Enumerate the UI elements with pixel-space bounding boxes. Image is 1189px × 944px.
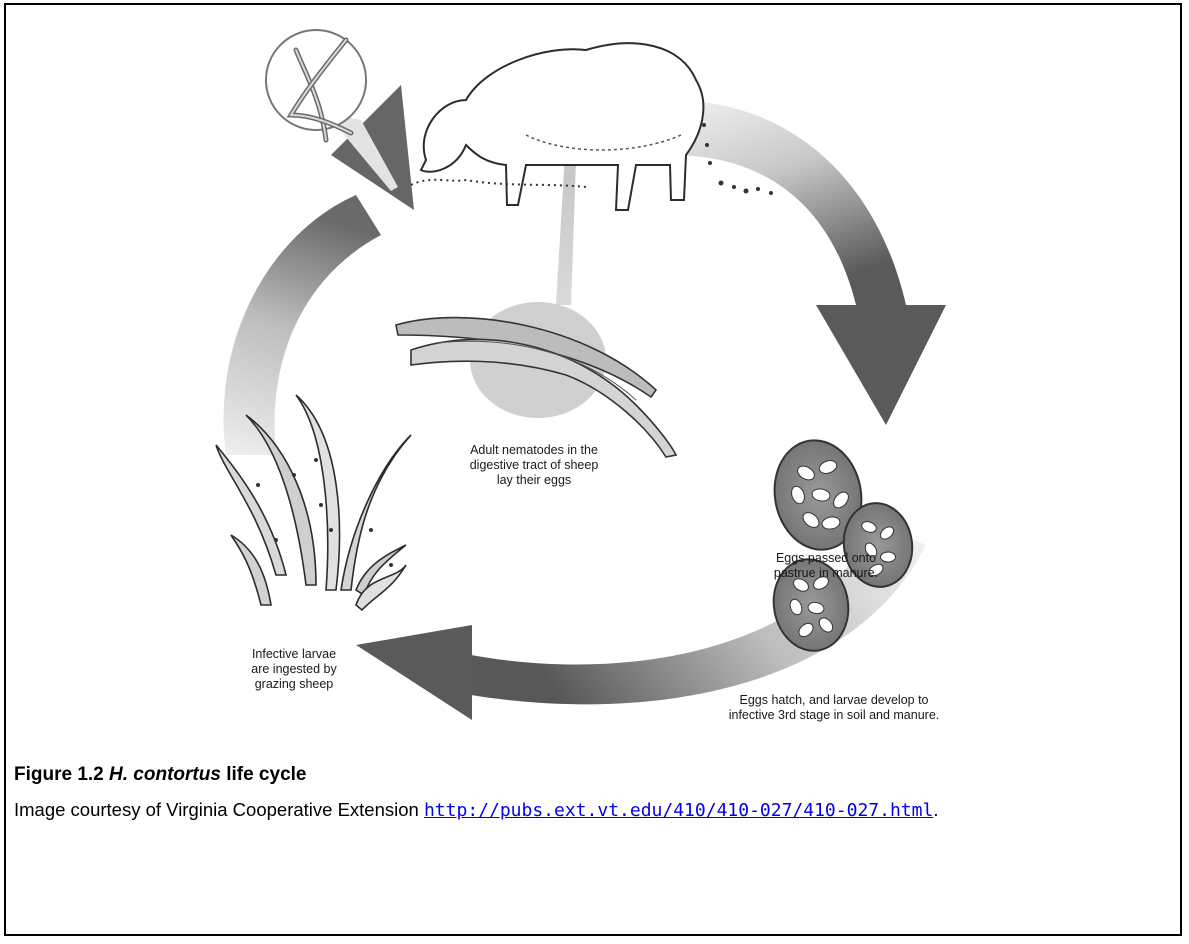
figure-title-suffix: life cycle [226, 764, 306, 785]
label-eggs-passed: Eggs passed onto pastrue in manure. [756, 551, 896, 581]
label-adult-nematodes-line: Adult nematodes in the [434, 443, 634, 458]
figure-species: H. contortus [109, 764, 221, 785]
arrow-larvae-to-sheep [224, 85, 414, 455]
life-cycle-diagram: Adult nematodes in the digestive tract o… [166, 5, 1046, 755]
egg-clusters [766, 433, 917, 656]
credit-text: Image courtesy of Virginia Cooperative E… [14, 799, 419, 820]
label-eggs-hatch-line: infective 3rd stage in soil and manure. [699, 708, 969, 723]
credit-link[interactable]: http://pubs.ext.vt.edu/410/410-027/410-0… [424, 800, 933, 821]
label-infective-larvae: Infective larvae are ingested by grazing… [234, 647, 354, 692]
arrow-sheep-to-eggs [671, 100, 946, 425]
label-infective-larvae-line: are ingested by [234, 662, 354, 677]
life-cycle-graphic [166, 5, 1046, 755]
image-credit: Image courtesy of Virginia Cooperative E… [14, 799, 1174, 822]
figure-number: Figure 1.2 [14, 764, 104, 785]
label-infective-larvae-line: grazing sheep [234, 677, 354, 692]
figure-frame: Adult nematodes in the digestive tract o… [4, 3, 1182, 936]
label-eggs-passed-line: Eggs passed onto [756, 551, 896, 566]
label-eggs-hatch-line: Eggs hatch, and larvae develop to [699, 693, 969, 708]
figure-title: Figure 1.2 H. contortus life cycle [14, 763, 1174, 787]
credit-trailing: . [933, 799, 938, 820]
label-adult-nematodes-line: lay their eggs [434, 473, 634, 488]
label-eggs-passed-line: pastrue in manure. [756, 566, 896, 581]
label-infective-larvae-line: Infective larvae [234, 647, 354, 662]
label-adult-nematodes: Adult nematodes in the digestive tract o… [434, 443, 634, 488]
label-adult-nematodes-line: digestive tract of sheep [434, 458, 634, 473]
figure-caption: Figure 1.2 H. contortus life cycle Image… [14, 763, 1174, 822]
label-eggs-hatch: Eggs hatch, and larvae develop to infect… [699, 693, 969, 723]
